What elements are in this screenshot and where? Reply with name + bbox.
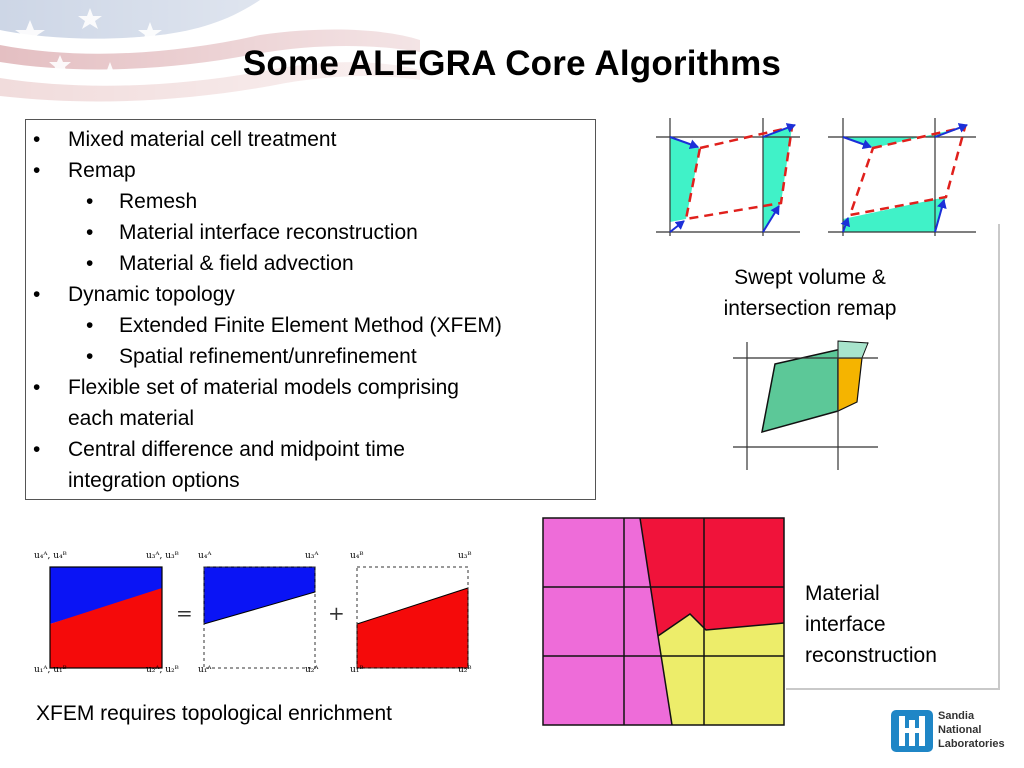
logo-text: National xyxy=(938,724,982,736)
svg-text:u₄ᴬ: u₄ᴬ xyxy=(198,551,212,561)
svg-text:u₁ᴬ, u₁ᴮ: u₁ᴬ, u₁ᴮ xyxy=(34,665,67,675)
sub-bullet-item: Material & field advection xyxy=(119,252,354,275)
svg-text:u₁ᴬ: u₁ᴬ xyxy=(198,665,212,675)
sub-bullet-glyph: • xyxy=(86,252,94,275)
svg-text:u₂ᴬ: u₂ᴬ xyxy=(305,665,319,675)
frame-line xyxy=(998,224,1000,690)
bullet-item: Flexible set of material models comprisi… xyxy=(68,376,459,399)
sub-bullet-glyph: • xyxy=(86,314,94,337)
swept-volume-caption: Swept volume & intersection remap xyxy=(690,262,930,324)
plus-sign: + xyxy=(328,601,345,625)
bullet-item-continuation: each material xyxy=(68,407,195,430)
svg-text:u₂ᴮ: u₂ᴮ xyxy=(458,665,472,675)
caption-line: Material xyxy=(805,582,880,605)
material-interface-diagram xyxy=(542,517,785,726)
frame-line xyxy=(786,688,1000,690)
svg-text:u₂ᴬ, u₂ᴮ: u₂ᴬ, u₂ᴮ xyxy=(146,665,179,675)
svg-text:u₄ᴬ, u₄ᴮ: u₄ᴬ, u₄ᴮ xyxy=(34,551,67,561)
svg-text:u₃ᴬ, u₃ᴮ: u₃ᴬ, u₃ᴮ xyxy=(146,551,179,561)
svg-text:u₄ᴮ: u₄ᴮ xyxy=(350,551,364,561)
intersection-remap-diagram xyxy=(733,340,878,470)
caption-line: intersection remap xyxy=(723,297,897,320)
bullet-glyph: • xyxy=(33,438,41,461)
caption-line: interface xyxy=(805,613,886,636)
sub-bullet-item: Material interface reconstruction xyxy=(119,221,418,244)
xfem-enrichment-diagram: u₄ᴬ, u₄ᴮ u₃ᴬ, u₃ᴮ u₁ᴬ, u₁ᴮ u₂ᴬ, u₂ᴮ = u₄… xyxy=(34,551,472,675)
equals-sign: = xyxy=(176,601,193,625)
flag-decoration xyxy=(0,0,1024,130)
sub-bullet-glyph: • xyxy=(86,221,94,244)
caption-line: Swept volume & xyxy=(734,266,886,289)
svg-text:u₁ᴮ: u₁ᴮ xyxy=(350,665,364,675)
bullet-item: Dynamic topology xyxy=(68,283,235,306)
sub-bullet-item: Extended Finite Element Method (XFEM) xyxy=(119,314,502,337)
swept-volume-diagram xyxy=(656,118,976,236)
bullet-item: Mixed material cell treatment xyxy=(68,128,337,151)
bullet-glyph: • xyxy=(33,376,41,399)
sub-bullet-glyph: • xyxy=(86,190,94,213)
logo-text: Laboratories xyxy=(938,738,1005,750)
bullet-glyph: • xyxy=(33,128,41,151)
caption-line: reconstruction xyxy=(805,644,937,667)
bullet-glyph: • xyxy=(33,159,41,182)
xfem-caption: XFEM requires topological enrichment xyxy=(36,702,392,725)
bullet-item: Remap xyxy=(68,159,136,182)
bullet-list-box: • Mixed material cell treatment • Remap … xyxy=(25,119,596,500)
sub-bullet-item: Remesh xyxy=(119,190,198,213)
sandia-logo: Sandia National Laboratories xyxy=(891,708,1015,754)
sub-bullet-item: Spatial refinement/unrefinement xyxy=(119,345,417,368)
logo-text: Sandia xyxy=(938,710,975,722)
sandia-thunderbird-icon xyxy=(891,710,933,752)
svg-text:u₃ᴬ: u₃ᴬ xyxy=(305,551,319,561)
mir-caption: Material interface reconstruction xyxy=(805,578,937,671)
slide-title: Some ALEGRA Core Algorithms xyxy=(242,44,782,83)
svg-text:u₃ᴮ: u₃ᴮ xyxy=(458,551,472,561)
bullet-item-continuation: integration options xyxy=(68,469,240,492)
sub-bullet-glyph: • xyxy=(86,345,94,368)
bullet-item: Central difference and midpoint time xyxy=(68,438,405,461)
bullet-glyph: • xyxy=(33,283,41,306)
